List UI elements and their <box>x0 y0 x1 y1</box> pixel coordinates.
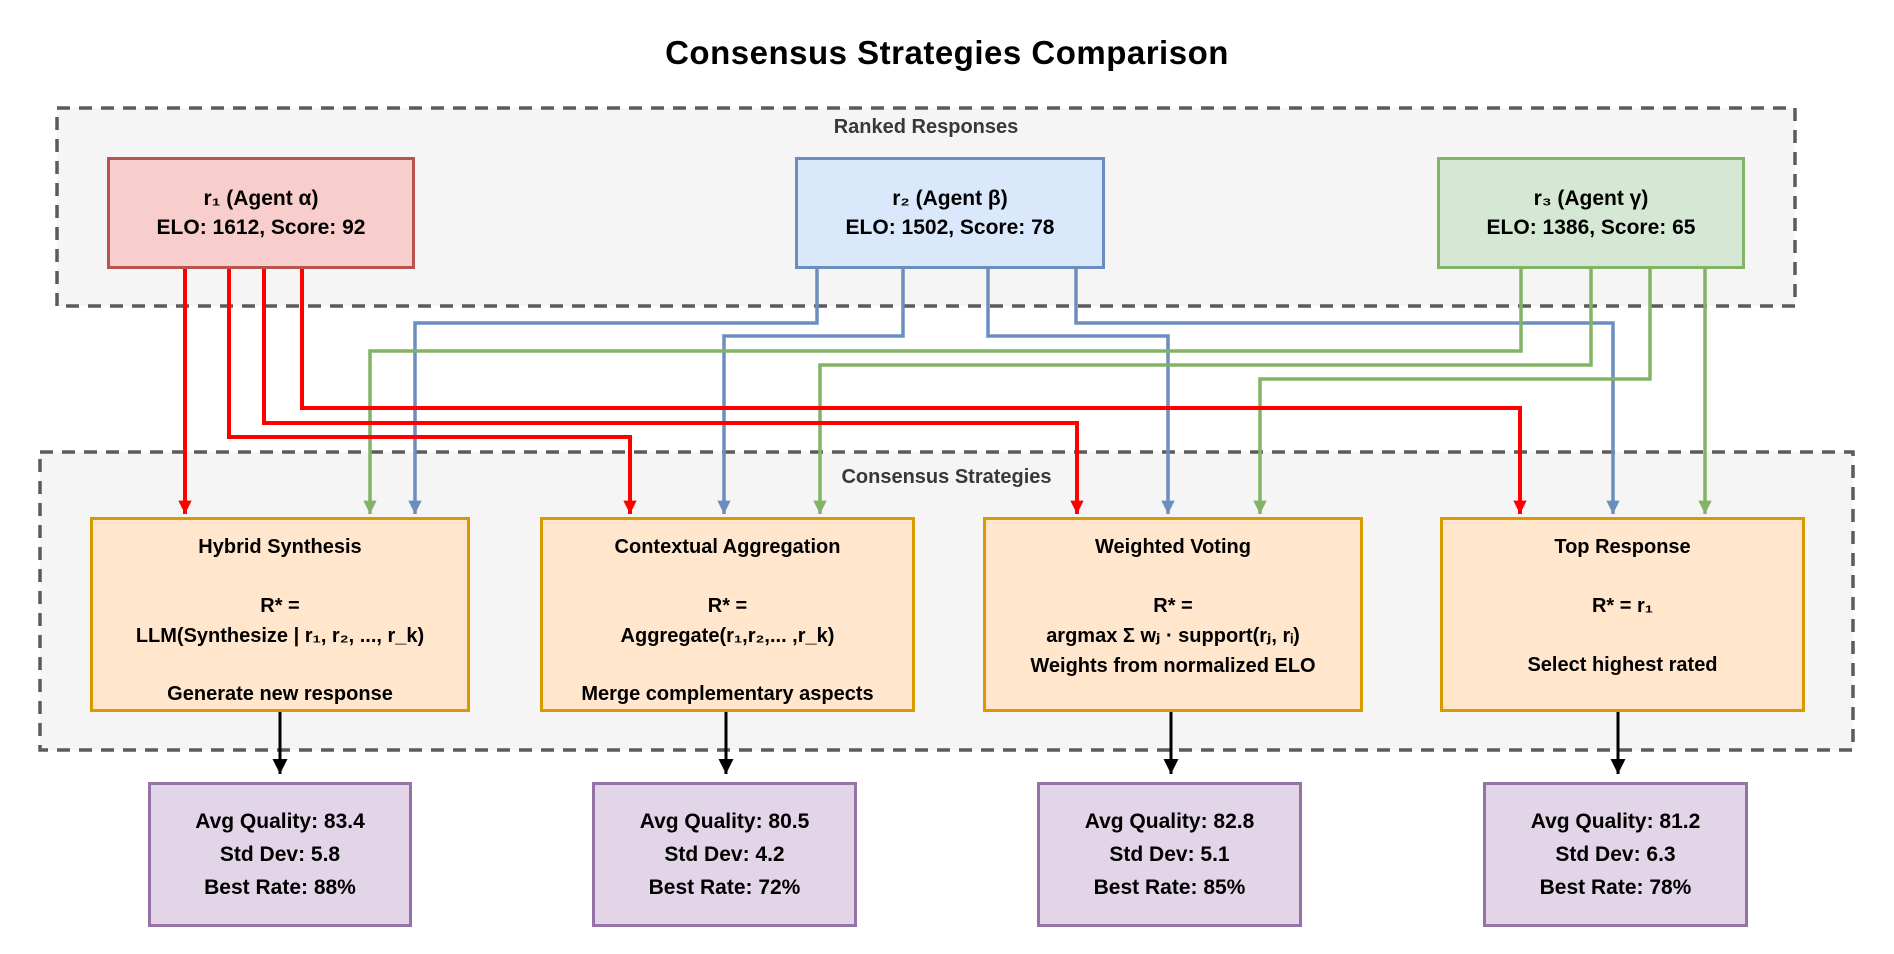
strategy-description: Weights from normalized ELO <box>1030 654 1316 677</box>
agent-title: r₁ (Agent α) <box>203 187 319 210</box>
strategy-formula-intro: R* = <box>707 594 748 617</box>
avg-quality: Avg Quality: 83.4 <box>195 810 365 833</box>
arrow-r2-hybrid <box>408 269 819 514</box>
strategy-box-top-response: Top Response R* = r₁ Select highest rate… <box>1440 517 1805 712</box>
ranked-responses-label: Ranked Responses <box>833 116 1019 138</box>
strategy-title: Top Response <box>1554 536 1691 558</box>
avg-quality: Avg Quality: 80.5 <box>639 810 810 833</box>
std-dev: Std Dev: 6.3 <box>1555 843 1676 866</box>
strategy-description: Generate new response <box>167 683 393 705</box>
best-rate: Best Rate: 88% <box>204 876 356 899</box>
strategy-formula: Aggregate(r₁,r₂,... ,r_k) <box>620 624 835 647</box>
strategy-box-hybrid-synthesis: Hybrid Synthesis R* = LLM(Synthesize | r… <box>90 517 470 712</box>
strategy-title: Weighted Voting <box>1095 536 1251 558</box>
agent-box-r3: r₃ (Agent γ) ELO: 1386, Score: 65 <box>1437 157 1745 269</box>
best-rate: Best Rate: 72% <box>648 876 801 899</box>
agent-title: r₃ (Agent γ) <box>1533 187 1649 210</box>
arrow-r3-weighted <box>1253 269 1652 514</box>
agent-title: r₂ (Agent β) <box>892 187 1008 210</box>
arrow-r1-weighted <box>262 269 1084 514</box>
strategy-formula: argmax Σ wⱼ · support(rⱼ, rᵢ) <box>1046 624 1300 647</box>
strategy-title: Contextual Aggregation <box>614 536 841 558</box>
agent-stats: ELO: 1612, Score: 92 <box>156 216 366 239</box>
strategy-formula: LLM(Synthesize | r₁, r₂, ..., r_k) <box>135 624 425 647</box>
arrow-r2-top <box>1074 269 1620 514</box>
agent-stats: ELO: 1502, Score: 78 <box>845 216 1055 239</box>
std-dev: Std Dev: 5.8 <box>219 843 341 866</box>
strategy-description: Merge complementary aspects <box>581 683 874 705</box>
diagram-title: Consensus Strategies Comparison <box>665 34 1229 71</box>
strategy-description: Select highest rated <box>1527 654 1718 676</box>
arrow-r1-contextual <box>227 269 637 514</box>
avg-quality: Avg Quality: 82.8 <box>1084 810 1255 833</box>
arrow-r1-top <box>300 269 1527 514</box>
consensus-strategies-label: Consensus Strategies <box>841 466 1052 488</box>
result-box-top: Avg Quality: 81.2 Std Dev: 6.3 Best Rate… <box>1483 782 1748 927</box>
strategy-title: Hybrid Synthesis <box>198 536 362 558</box>
std-dev: Std Dev: 4.2 <box>664 843 785 866</box>
strategy-formula-intro: R* = <box>260 594 300 617</box>
agent-stats: ELO: 1386, Score: 65 <box>1486 216 1696 239</box>
result-box-weighted: Avg Quality: 82.8 Std Dev: 5.1 Best Rate… <box>1037 782 1302 927</box>
strategy-box-contextual-aggregation: Contextual Aggregation R* = Aggregate(r₁… <box>540 517 915 712</box>
arrow-r2-weighted <box>986 269 1175 514</box>
avg-quality: Avg Quality: 81.2 <box>1530 810 1701 833</box>
arrow-r3-hybrid <box>363 269 1523 514</box>
result-box-hybrid: Avg Quality: 83.4 Std Dev: 5.8 Best Rate… <box>148 782 412 927</box>
arrow-r3-contextual <box>813 269 1593 514</box>
result-box-contextual: Avg Quality: 80.5 Std Dev: 4.2 Best Rate… <box>592 782 857 927</box>
std-dev: Std Dev: 5.1 <box>1109 843 1230 866</box>
agent-box-r1: r₁ (Agent α) ELO: 1612, Score: 92 <box>107 157 415 269</box>
strategy-formula-intro: R* = r₁ <box>1591 595 1654 617</box>
best-rate: Best Rate: 78% <box>1539 876 1692 899</box>
strategy-formula-intro: R* = <box>1153 594 1193 617</box>
agent-box-r2: r₂ (Agent β) ELO: 1502, Score: 78 <box>795 157 1105 269</box>
strategy-box-weighted-voting: Weighted Voting R* = argmax Σ wⱼ · suppo… <box>983 517 1363 712</box>
best-rate: Best Rate: 85% <box>1093 876 1246 899</box>
